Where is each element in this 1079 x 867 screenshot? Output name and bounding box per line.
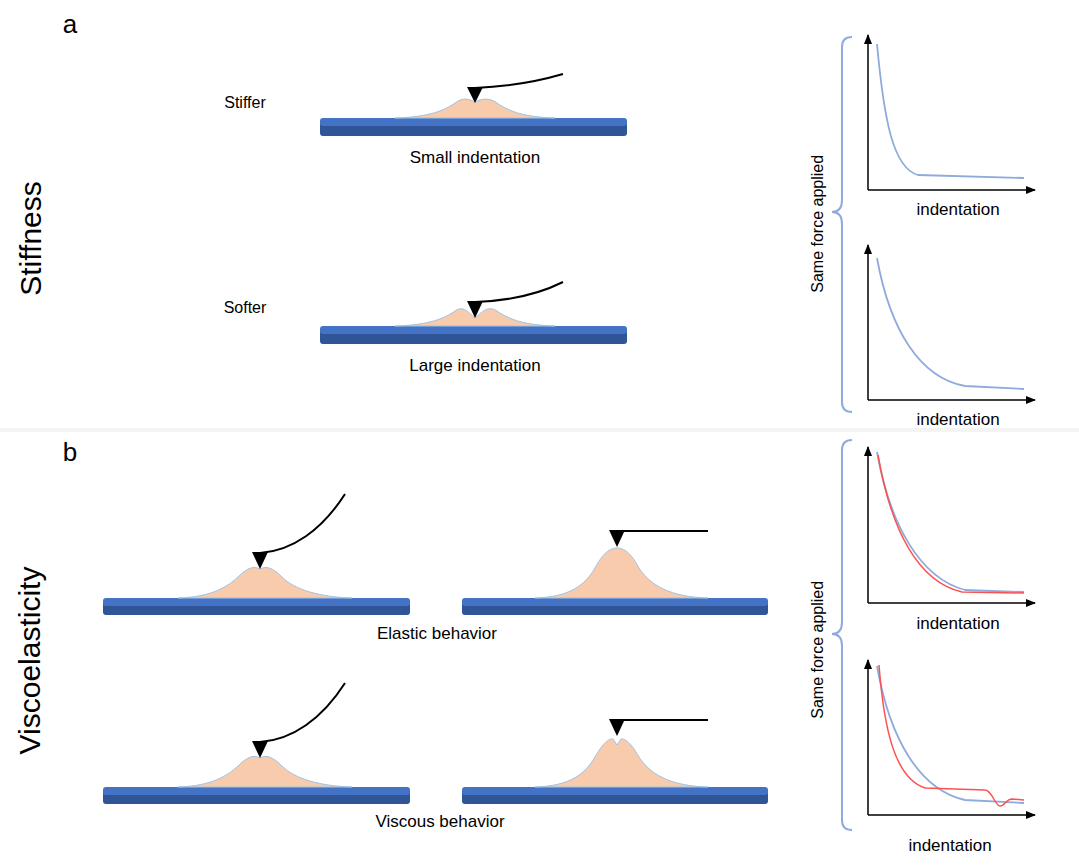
cell bbox=[535, 739, 708, 787]
elastic-samples bbox=[103, 494, 768, 615]
force-curves-a bbox=[832, 35, 1035, 412]
x-axis bbox=[868, 814, 1035, 816]
cell bbox=[178, 757, 352, 787]
cantilever bbox=[617, 530, 708, 532]
axis-label: indentation bbox=[916, 411, 999, 430]
panel-letter: a bbox=[63, 10, 77, 39]
softer-sample bbox=[320, 282, 627, 344]
cantilever-tip bbox=[609, 530, 625, 547]
brace bbox=[832, 440, 852, 830]
cantilever bbox=[475, 282, 563, 302]
panel-title: Viscoelasticity bbox=[14, 566, 47, 754]
caption-label: Small indentation bbox=[410, 149, 540, 168]
loading-curve bbox=[877, 452, 1024, 592]
viscous-samples bbox=[103, 683, 768, 804]
sample-label: Stiffer bbox=[224, 94, 266, 112]
axis-label: Same force applied bbox=[809, 155, 827, 293]
sample-label: Softer bbox=[224, 299, 267, 317]
axis-label: indentation bbox=[916, 615, 999, 634]
caption-label: Large indentation bbox=[409, 357, 540, 376]
force-curve bbox=[877, 258, 1024, 389]
dish-top bbox=[103, 598, 410, 606]
axis-label: indentation bbox=[916, 201, 999, 220]
x-axis bbox=[868, 189, 1035, 191]
y-axis bbox=[867, 447, 869, 603]
cantilever-tip bbox=[252, 741, 268, 758]
cantilever-tip bbox=[467, 87, 483, 103]
force-curves-b bbox=[832, 440, 1035, 830]
panel-title: Stiffness bbox=[14, 181, 47, 296]
cantilever bbox=[260, 494, 345, 553]
cantilever bbox=[260, 683, 345, 742]
y-axis bbox=[867, 245, 869, 400]
force-curve bbox=[877, 44, 1024, 178]
axis-label: Same force applied bbox=[809, 581, 827, 719]
x-axis bbox=[868, 602, 1035, 604]
dish-top bbox=[462, 598, 768, 606]
axis-label: indentation bbox=[908, 837, 991, 856]
loading-curve bbox=[877, 666, 1024, 803]
caption-label: Viscous behavior bbox=[375, 813, 504, 832]
unloading-curve bbox=[878, 455, 1024, 593]
dish-top bbox=[320, 326, 627, 334]
cantilever bbox=[475, 74, 563, 88]
panel-letter: b bbox=[63, 438, 77, 467]
unloading-curve bbox=[879, 665, 1024, 806]
cantilever bbox=[617, 719, 708, 721]
dish-top bbox=[320, 118, 627, 126]
stiffer-sample bbox=[320, 74, 627, 136]
x-axis bbox=[868, 399, 1035, 401]
y-axis bbox=[867, 660, 869, 815]
cantilever-tip bbox=[609, 719, 625, 736]
brace bbox=[832, 37, 852, 412]
caption-label: Elastic behavior bbox=[377, 625, 497, 644]
cell bbox=[535, 548, 708, 598]
y-axis bbox=[867, 35, 869, 190]
dish-top bbox=[462, 787, 768, 795]
dish-top bbox=[103, 787, 410, 795]
cantilever-tip bbox=[252, 552, 268, 569]
cell bbox=[178, 568, 352, 598]
cantilever-tip bbox=[467, 301, 483, 318]
